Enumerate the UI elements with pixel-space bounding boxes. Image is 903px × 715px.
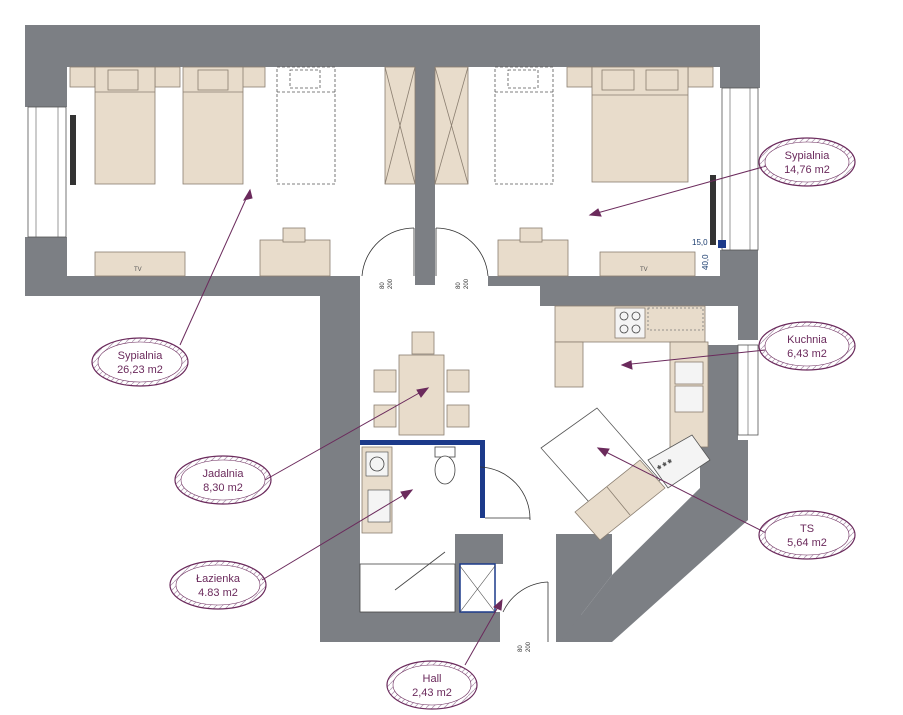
window-dim-a: 15,0: [692, 238, 708, 247]
door-dim-1: 80 200: [380, 278, 394, 289]
svg-text:80: 80: [380, 282, 386, 289]
room-label-kuchnia: Kuchnia 6,43 m2: [758, 321, 856, 371]
room-label-jadalnia: Jadalnia 8,30 m2: [174, 455, 272, 505]
svg-text:200: 200: [388, 278, 394, 289]
svg-text:Jadalnia: Jadalnia: [203, 468, 245, 480]
room-label-ts: TS 5,64 m2: [758, 510, 856, 560]
svg-text:200: 200: [464, 278, 470, 289]
svg-text:4.83 m2: 4.83 m2: [198, 587, 238, 599]
window-right: [710, 87, 759, 251]
svg-text:Hall: Hall: [423, 673, 442, 685]
room-label-lazienka: Łazienka 4.83 m2: [169, 560, 267, 610]
walls: [25, 25, 760, 642]
leader-lines: [179, 164, 771, 666]
svg-text:80: 80: [456, 282, 462, 289]
svg-text:TS: TS: [800, 523, 814, 535]
svg-text:8,30 m2: 8,30 m2: [203, 482, 243, 494]
door-dim-2: 80 200: [456, 278, 470, 289]
room-label-sypialnia-2: Sypialnia 14,76 m2: [758, 137, 856, 187]
doors-bedrooms: [361, 227, 489, 277]
tv-label-left: TV: [134, 267, 142, 273]
window-left: [27, 106, 76, 238]
svg-text:Sypialnia: Sypialnia: [785, 150, 831, 162]
living-furniture: * * *: [540, 407, 711, 541]
right-bedroom-furniture: [434, 66, 714, 277]
svg-text:26,23 m2: 26,23 m2: [117, 364, 163, 376]
svg-text:Łazienka: Łazienka: [196, 573, 241, 585]
room-label-sypialnia-1: Sypialnia 26,23 m2: [91, 337, 189, 387]
left-bedroom-furniture: [69, 66, 416, 277]
room-label-hall: Hall 2,43 m2: [386, 660, 478, 710]
svg-text:2,43 m2: 2,43 m2: [412, 687, 452, 699]
svg-text:200: 200: [526, 641, 532, 652]
svg-text:Kuchnia: Kuchnia: [787, 334, 828, 346]
svg-text:14,76 m2: 14,76 m2: [784, 164, 830, 176]
hall-door: [502, 581, 549, 642]
tv-label-right: TV: [640, 267, 648, 273]
svg-text:6,43 m2: 6,43 m2: [787, 348, 827, 360]
window-kitchen: [737, 344, 759, 436]
bathroom: [359, 440, 531, 613]
dining-furniture: [373, 331, 470, 436]
svg-text:Sypialnia: Sypialnia: [118, 350, 164, 362]
door-dim-3: 80 200: [518, 641, 532, 652]
svg-text:80: 80: [518, 645, 524, 652]
svg-text:5,64 m2: 5,64 m2: [787, 537, 827, 549]
window-dim-b: 40,0: [701, 254, 710, 270]
